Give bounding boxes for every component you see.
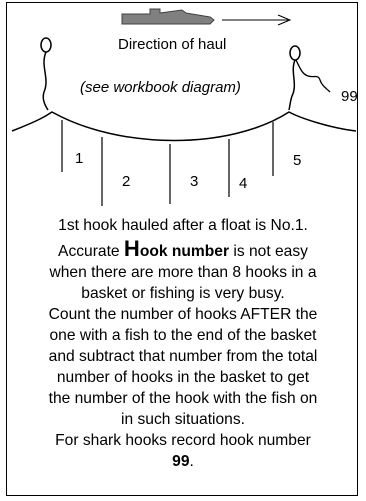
- longline-diagram: [11, 8, 357, 206]
- hook-number-emphasis-rest: ook number: [139, 243, 230, 260]
- shark-hook-number: 99: [172, 453, 190, 470]
- left-float-icon: [40, 37, 52, 111]
- instruction-line: number of hooks in the basket to get: [56, 369, 310, 386]
- instruction-line: one with a fish to the end of the basket: [49, 327, 317, 344]
- hook-number-4: 4: [239, 175, 248, 192]
- shark-number-label: 99: [341, 88, 358, 105]
- direction-label: Direction of haul: [118, 36, 227, 53]
- instruction-line: 99.: [172, 453, 194, 470]
- instruction-line: and subtract that number from the total: [48, 348, 318, 365]
- instructions-text: 1st hook hauled after a float is No.1. A…: [8, 215, 358, 472]
- instruction-line: basket or fishing is very busy.: [81, 285, 285, 302]
- branchlines: [61, 120, 274, 206]
- instruction-line: Accurate Hook number is not easy: [58, 236, 308, 261]
- diagram-frame: [6, 2, 358, 496]
- instruction-line: when there are more than 8 hooks in a: [49, 264, 317, 281]
- hook-number-1: 1: [75, 150, 84, 167]
- shark-hook-icon: [295, 59, 331, 93]
- instruction-line: the number of the hook with the fish on: [48, 390, 318, 407]
- boat-icon: [121, 8, 215, 25]
- workbook-note: (see workbook diagram): [80, 79, 241, 96]
- hook-number-3: 3: [190, 173, 199, 190]
- main-line: [11, 111, 357, 142]
- instruction-line: in such situations.: [121, 411, 245, 428]
- direction-arrow-icon: [222, 14, 292, 26]
- instruction-line: Count the number of hooks AFTER the: [48, 306, 318, 323]
- hook-number-2: 2: [122, 173, 131, 190]
- hook-number-emphasis: H: [123, 236, 140, 261]
- instruction-line: 1st hook hauled after a float is No.1.: [58, 217, 308, 234]
- instruction-line: For shark hooks record hook number: [55, 432, 311, 449]
- hook-number-5: 5: [293, 152, 302, 169]
- right-float-icon: [288, 45, 301, 111]
